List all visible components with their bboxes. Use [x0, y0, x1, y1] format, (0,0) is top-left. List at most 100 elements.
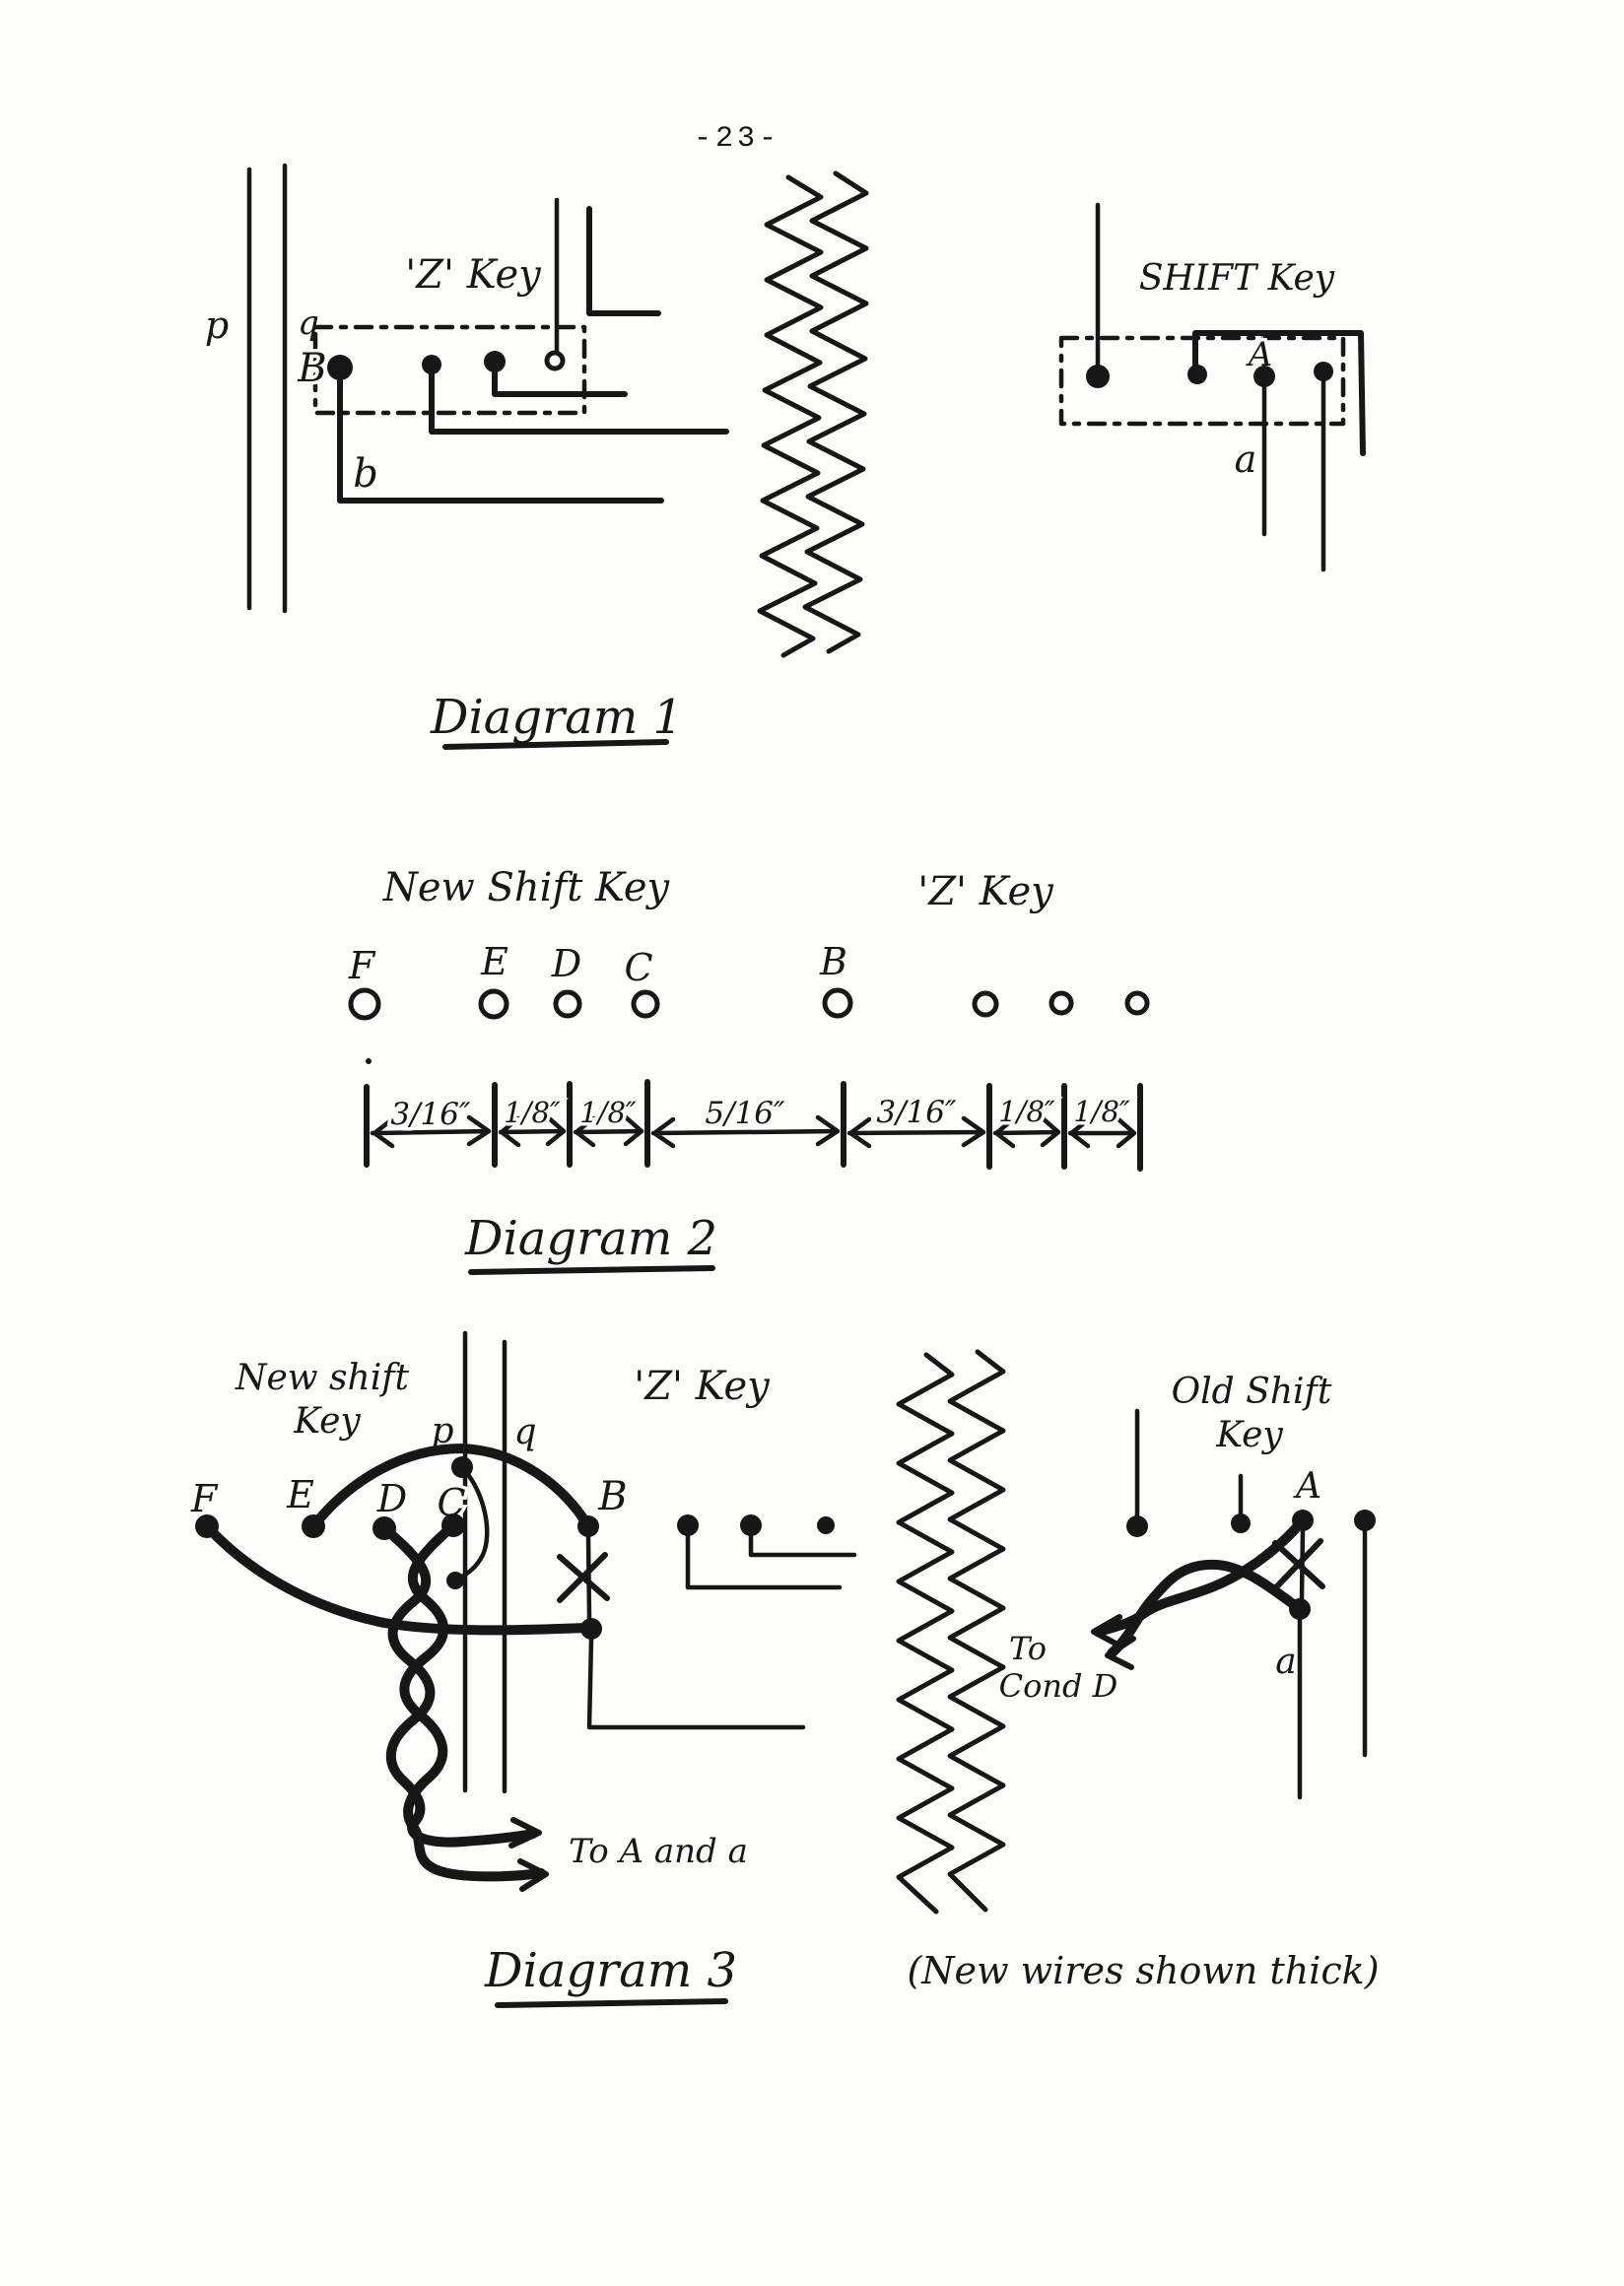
diagram2-hole-D — [553, 989, 582, 1019]
diagram2-dim-label-3: 1/8″ — [579, 1096, 637, 1129]
diagram1-wire-corner — [586, 206, 661, 316]
diagram3-twist-arrowhead-lower — [517, 1858, 549, 1892]
diagram3-old-shift-contact-1 — [1126, 1515, 1148, 1537]
diagram1-wire-contact2 — [429, 370, 729, 435]
diagram3-title-underline — [495, 1998, 728, 2008]
diagram2-dim-label-4: 5/16″ — [705, 1096, 785, 1131]
diagram2-title-underline — [468, 1265, 715, 1275]
diagram2-hole-7 — [1049, 990, 1074, 1016]
diagram1-wire-b — [337, 375, 664, 504]
diagram1-z-key-outline — [312, 324, 587, 416]
diagram2-hole-6 — [972, 990, 999, 1018]
diagram1: p q 'Z' Key B b SHIFT Key A a — [201, 163, 1366, 750]
diagram2-terminal-letter-E: E — [480, 940, 508, 983]
diagram2-terminal-letter-F: F — [348, 944, 376, 987]
diagram2-new-shift-key-label: New Shift Key — [382, 865, 671, 910]
diagram1-shift-bracket-wire — [1192, 330, 1366, 456]
diagram2-hole-8 — [1124, 990, 1150, 1016]
diagram3-label-D: D — [376, 1477, 407, 1520]
diagram1-shift-contact-A — [1253, 366, 1275, 387]
diagram2-dim-label-1: 3/16″ — [390, 1097, 471, 1132]
diagram3-old-shift-contact-2 — [1231, 1513, 1251, 1533]
diagram3: New shift Key 'Z' Key Old Shift Key p q … — [186, 1330, 1383, 2008]
diagram1-shift-contact-4 — [1314, 362, 1333, 381]
diagram3-wire-B-upper — [585, 1534, 592, 1621]
diagram3-twist-arrowhead-upper — [508, 1817, 542, 1849]
diagram3-new-wire-F-to-B — [202, 1521, 592, 1636]
diagram1-label-B: B — [297, 346, 326, 391]
diagram1-contact-4 — [544, 350, 566, 371]
diagram1-label-p: p — [205, 303, 229, 347]
diagram2-terminal-letter-B: B — [819, 940, 847, 983]
diagram3-wire-a-arrowhead — [1105, 1636, 1136, 1670]
diagram2-z-key-label: 'Z' Key — [917, 869, 1054, 914]
diagram3-wire-A-arrowhead — [1091, 1614, 1122, 1647]
diagram2-dim-arrow-5 — [846, 1115, 986, 1149]
diagram2-hole-C — [631, 989, 660, 1019]
diagram3-label-F: F — [190, 1477, 219, 1520]
diagram3-to-cond-label-line1: To — [1009, 1630, 1047, 1667]
diagram3-old-contact-p — [446, 1572, 464, 1589]
ink-speck — [366, 1058, 372, 1064]
diagram3-removed-wire-cross-B — [557, 1552, 610, 1603]
diagram2-dim-label-5: 3/16″ — [876, 1095, 957, 1130]
diagram2-terminal-letter-D: D — [551, 942, 581, 985]
diagram3-label-A: A — [1293, 1466, 1321, 1507]
diagram3-removed-wire-cross-A — [1272, 1538, 1325, 1591]
diagram2-terminal-letter-C: C — [624, 946, 652, 989]
diagram1-label-a: a — [1235, 437, 1257, 481]
diagram1-shift-key-outline — [1058, 335, 1346, 427]
diagram3-new-wire-E-to-B — [308, 1444, 593, 1531]
diagram2-dim-arrow-2 — [498, 1114, 567, 1148]
diagram2-dim-arrow-6 — [992, 1115, 1061, 1149]
diagram1-contact-2 — [422, 355, 441, 374]
diagram3-old-shift-key-label-line1: Old Shift — [1172, 1372, 1332, 1412]
diagram1-contact-B — [327, 355, 353, 380]
diagram1-label-q: q — [298, 303, 319, 343]
diagram3-new-wire-D-twist — [379, 1523, 538, 1848]
diagram3-old-shift-key-label-line2: Key — [1215, 1415, 1283, 1455]
diagram3-note: (New wires shown thick) — [907, 1949, 1379, 1992]
diagram2-dim-label-6: 1/8″ — [998, 1095, 1055, 1128]
diagram2-dim-arrow-4 — [650, 1114, 841, 1149]
diagram1-shift-contact-1 — [1086, 365, 1110, 388]
diagram1-title-underline — [442, 739, 669, 750]
page-number: -23- — [694, 122, 780, 156]
diagram3-z-contact-1 — [677, 1514, 699, 1536]
diagram3-label-B: B — [597, 1474, 627, 1519]
diagram3-wire-B-lower — [586, 1637, 806, 1730]
diagram1-shift-key-label: SHIFT Key — [1139, 258, 1335, 299]
diagram2-dim-arrow-7 — [1067, 1116, 1137, 1149]
diagram1-z-key-label: 'Z' Key — [405, 252, 542, 298]
diagram1-shift-contact-2 — [1187, 365, 1207, 384]
diagram3-z-contact-2 — [740, 1514, 762, 1536]
diagram3-old-shift-contact-4 — [1354, 1510, 1376, 1531]
diagram1-contact-3 — [484, 351, 506, 372]
separation-zigzag-3b — [947, 1349, 1006, 1913]
diagram3-to-cond-label-line2: Cond D — [999, 1667, 1118, 1705]
diagram3-label-a: a — [1275, 1642, 1296, 1682]
separation-zigzag-1a — [757, 174, 824, 658]
diagram3-to-a-and-a-label: To A and a — [569, 1832, 748, 1871]
diagram3-old-wire-p-drop — [453, 1464, 490, 1582]
diagram2-dim-label-2: 1/8″ — [504, 1096, 561, 1129]
diagram2: New Shift Key 'Z' Key F E D C B — [344, 862, 1150, 1275]
diagram3-z-wire-2 — [748, 1533, 857, 1558]
diagram2-title: Diagram 2 — [464, 1211, 717, 1266]
diagram1-wire-contact3 — [492, 367, 628, 397]
diagram2-dim-label-7: 1/8″ — [1073, 1095, 1130, 1128]
diagram3-z-key-label: 'Z' Key — [634, 1364, 771, 1409]
diagram2-hole-B — [822, 987, 853, 1019]
diagram2-dim-arrow-1 — [370, 1114, 492, 1149]
diagram3-title: Diagram 3 — [484, 1943, 737, 1998]
diagram3-label-E: E — [286, 1473, 314, 1516]
diagram2-hole-F — [348, 987, 381, 1021]
separation-zigzag-3a — [896, 1352, 955, 1915]
diagram1-title: Diagram 1 — [430, 690, 683, 745]
diagram3-junction-B — [580, 1618, 602, 1640]
diagram3-z-contact-3 — [817, 1516, 835, 1534]
diagram3-z-wire-1 — [685, 1533, 843, 1590]
diagram3-new-shift-key-label-line2: Key — [293, 1401, 361, 1442]
